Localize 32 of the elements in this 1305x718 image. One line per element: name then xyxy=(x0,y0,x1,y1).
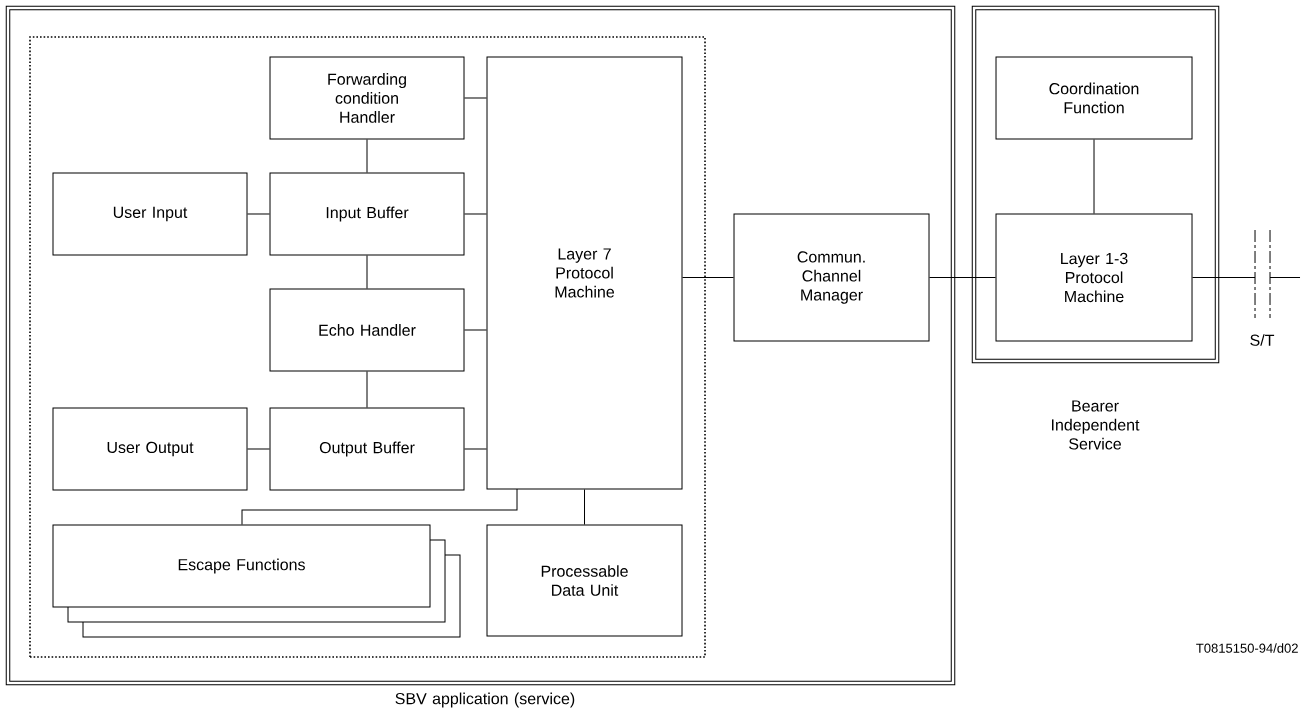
frame-caption: SBV application (service) xyxy=(395,692,575,708)
connector-line xyxy=(464,448,487,450)
connector-line xyxy=(464,213,487,215)
function-box: Coordination Function xyxy=(995,56,1193,140)
connector-line xyxy=(464,97,487,99)
function-box: User Output xyxy=(52,407,248,491)
function-box: Commun. Channel Manager xyxy=(733,213,930,342)
function-box: Output Buffer xyxy=(269,407,465,491)
function-box: Processable Data Unit xyxy=(486,524,683,637)
connector-line xyxy=(247,448,270,450)
function-box: User Input xyxy=(52,172,248,256)
function-box: Layer 7 Protocol Machine xyxy=(486,56,683,490)
connector-line xyxy=(247,213,270,215)
stacked-box: Escape Functions xyxy=(52,524,461,638)
connector-line xyxy=(1093,139,1095,214)
connector-line xyxy=(464,329,487,331)
function-box: Input Buffer xyxy=(269,172,465,256)
figure-id: T0815150-94/d02 xyxy=(1196,643,1298,653)
dotted-boundary xyxy=(29,36,706,658)
connector-line xyxy=(366,255,368,289)
connector-line xyxy=(1192,277,1301,278)
function-box: Echo Handler xyxy=(269,288,465,372)
connector-line xyxy=(366,139,368,173)
connector-line xyxy=(584,489,585,525)
connector-line xyxy=(366,371,368,408)
connector-line xyxy=(929,277,996,278)
connector-line xyxy=(682,277,734,278)
reference-point-label: S/T xyxy=(1250,334,1275,346)
connector-line xyxy=(241,488,518,525)
function-box: Forwarding condition Handler xyxy=(269,56,465,140)
function-box: Layer 1-3 Protocol Machine xyxy=(995,213,1193,342)
frame-caption: Bearer Independent Service xyxy=(1052,400,1140,450)
